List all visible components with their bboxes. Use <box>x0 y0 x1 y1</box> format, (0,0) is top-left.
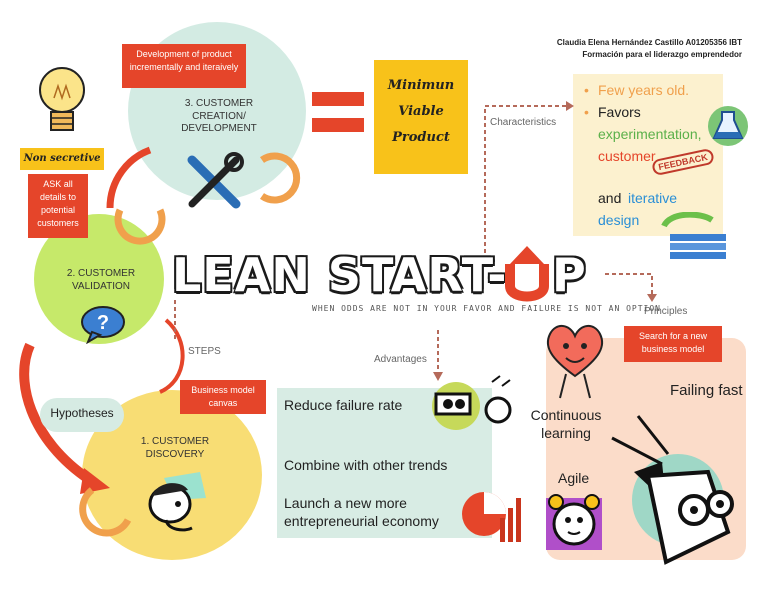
title-lean-start: LEAN START- <box>172 248 508 302</box>
validation-label: 2. CUSTOMER VALIDATION <box>66 268 136 292</box>
char-iterative: iterative <box>628 190 678 206</box>
lightbulb-icon <box>34 64 90 144</box>
binoculars-icon <box>430 372 518 432</box>
mvp-line-2: Viable <box>398 104 444 119</box>
flask-icon <box>706 104 750 148</box>
advantage-item-2: Combine with other trends <box>284 457 448 473</box>
characteristics-panel <box>573 74 723 236</box>
author-name: Claudia Elena Hernández Castillo A012053… <box>556 38 742 47</box>
mvp-line-1: Minimun <box>387 78 455 93</box>
development-callout: Development of product incrementally and… <box>122 44 246 88</box>
advantage-item-1: Reduce failure rate <box>284 397 403 413</box>
author-course: Formación para el liderazgo emprendedor <box>582 50 742 59</box>
mvp-line-3: Product <box>392 130 450 145</box>
steps-label: STEPS <box>188 346 221 357</box>
advantages-label: Advantages <box>374 354 427 365</box>
title-up-p: P <box>552 248 587 302</box>
principles-connector <box>605 273 653 300</box>
title-subtitle: WHEN ODDS ARE NOT IN YOUR FAVOR AND FAIL… <box>312 304 661 313</box>
equals-bottom <box>312 118 364 132</box>
search-model-callout: Search for a new business model <box>624 326 722 362</box>
business-canvas-callout: Business model canvas <box>180 380 266 414</box>
heart-icon <box>540 318 610 400</box>
advantage-item-3: Launch a new more entrepreneurial econom… <box>284 495 439 530</box>
discovery-label: 1. CUSTOMER DISCOVERY <box>140 436 210 460</box>
char-item-2: Favors <box>598 104 641 120</box>
char-customer: customer <box>598 148 656 164</box>
hypotheses-cloud <box>40 398 124 432</box>
megaphone-face-icon <box>608 412 738 572</box>
question-bubble-icon: ? <box>80 304 126 344</box>
stack-icon <box>660 212 732 260</box>
alarm-clock-icon <box>542 488 606 554</box>
char-and: and <box>598 190 622 206</box>
svg-text:?: ? <box>97 312 109 334</box>
tools-icon <box>182 150 246 214</box>
equals-top <box>312 92 364 106</box>
char-bullet-2: • <box>584 104 589 120</box>
characteristics-label: Characteristics <box>490 117 557 128</box>
creation-label: 3. CUSTOMER CREATION/ DEVELOPMENT <box>181 98 257 134</box>
principle-continuous: Continuous learning <box>530 407 602 442</box>
thinking-man-icon <box>138 470 208 540</box>
principles-label: Principles <box>644 306 688 317</box>
cycle-arrow-left <box>19 342 93 485</box>
char-experimentation: experimentation, <box>598 126 702 142</box>
cycle-arrow-left-head <box>80 468 110 494</box>
principle-failing-fast: Failing fast <box>670 382 743 399</box>
ask-all-callout: ASK all details to potential customers <box>28 174 88 238</box>
non-secretive-tag: Non secretive <box>20 148 104 170</box>
analytics-icon <box>460 484 526 544</box>
cycle-arrow-right <box>159 318 185 394</box>
char-bullet-1: • <box>584 82 589 98</box>
mvp-box <box>374 60 468 174</box>
char-item-1: Few years old. <box>598 82 690 98</box>
title-up-u <box>504 246 550 307</box>
principle-agile: Agile <box>558 470 590 486</box>
characteristics-connector <box>484 105 572 260</box>
cycle-arrow-top <box>106 146 152 209</box>
hypotheses-label: Hypotheses <box>50 406 114 420</box>
char-design: design <box>598 212 640 228</box>
